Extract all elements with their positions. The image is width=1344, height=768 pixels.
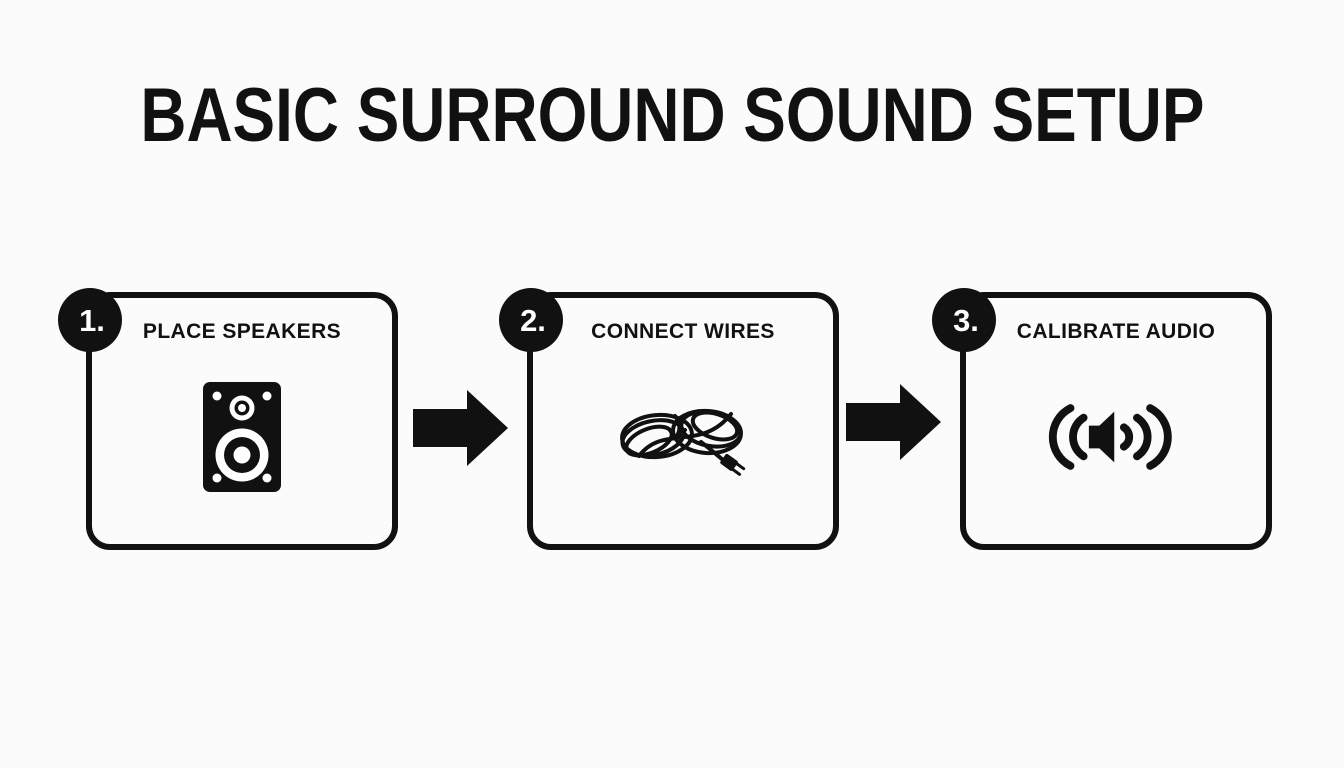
step-number-badge: 1. xyxy=(58,288,122,352)
speaker-icon xyxy=(92,330,392,544)
step-label: CONNECT WIRES xyxy=(591,320,775,343)
step-card-place-speakers: 1. PLACE SPEAKERS xyxy=(58,288,398,550)
step-number-badge: 2. xyxy=(499,288,563,352)
page-title-text: BASIC SURROUND SOUND SETUP xyxy=(139,73,1205,158)
step-card-calibrate-audio: 3. CALIBRATE AUDIO xyxy=(932,288,1272,550)
audio-calibration-icon xyxy=(966,330,1266,544)
step-number: 2. xyxy=(520,302,546,338)
page-title: BASIC SURROUND SOUND SETUP xyxy=(0,78,1344,154)
step-label: PLACE SPEAKERS xyxy=(142,320,342,343)
step-number: 3. xyxy=(953,302,979,338)
step-card-connect-wires: 2. CONNECT WIRES xyxy=(499,288,839,550)
step-number-badge: 3. xyxy=(932,288,996,352)
step-number: 1. xyxy=(79,302,105,338)
step-label: CALIBRATE AUDIO xyxy=(1016,320,1216,343)
tangled-wire-icon xyxy=(533,330,833,544)
right-arrow-icon xyxy=(413,388,510,468)
right-arrow-icon xyxy=(846,382,943,462)
